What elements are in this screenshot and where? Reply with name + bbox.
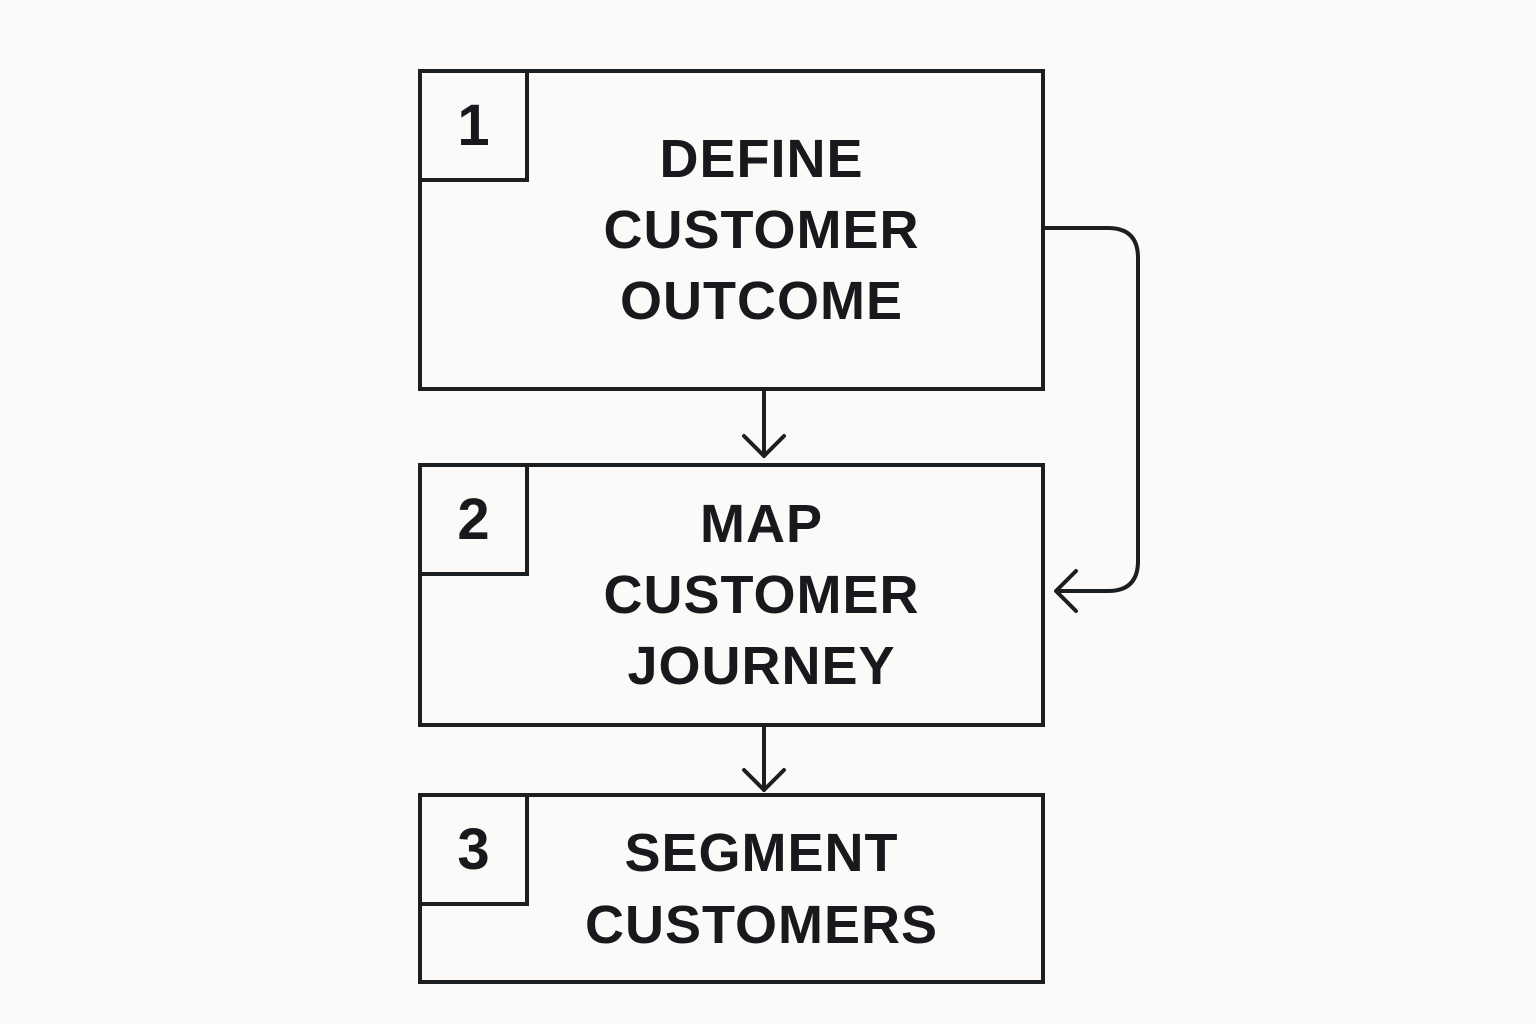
step-label-2: MAP CUSTOMER JOURNEY: [524, 467, 1041, 723]
step-box-3: 3 SEGMENT CUSTOMERS: [418, 793, 1045, 984]
step-label-line: DEFINE: [659, 128, 864, 189]
step-label-line: OUTCOME: [620, 270, 903, 331]
step-number-3: 3: [418, 793, 529, 906]
step-label-line: CUSTOMERS: [584, 894, 939, 955]
arrowhead-2-to-3: [742, 768, 786, 792]
step-label-line: MAP: [700, 493, 823, 554]
step-box-1: 1 DEFINE CUSTOMER OUTCOME: [418, 69, 1045, 391]
step-box-2: 2 MAP CUSTOMER JOURNEY: [418, 463, 1045, 727]
step-label-line: CUSTOMER: [603, 564, 920, 625]
loop-connector-1-to-2: [1043, 226, 1140, 593]
loop-arrowhead-1-to-2: [1054, 569, 1078, 613]
step-label-line: SEGMENT: [624, 822, 899, 883]
step-label-3: SEGMENT CUSTOMERS: [524, 797, 1041, 980]
step-number-2: 2: [418, 463, 529, 576]
step-number-1: 1: [418, 69, 529, 182]
arrowhead-1-to-2: [742, 434, 786, 458]
step-label-1: DEFINE CUSTOMER OUTCOME: [524, 73, 1041, 387]
step-label-line: JOURNEY: [627, 635, 896, 696]
step-label-line: CUSTOMER: [603, 199, 920, 260]
